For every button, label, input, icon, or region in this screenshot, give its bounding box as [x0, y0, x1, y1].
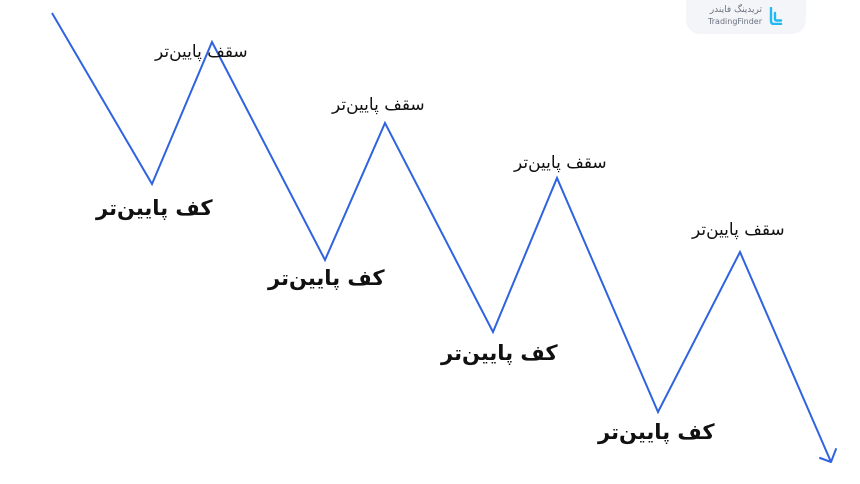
downtrend-zigzag-line — [51, 12, 832, 463]
lower-low-label-3: کف پایین‌تر — [441, 341, 558, 365]
lower-high-label-1: سقف پایین‌تر — [155, 42, 248, 62]
lower-high-label-4: سقف پایین‌تر — [692, 220, 785, 240]
lower-low-label-1: کف پایین‌تر — [96, 196, 213, 220]
tradingfinder-watermark: تریدینگ فایندر TradingFinder — [686, 0, 806, 34]
tradingfinder-logo-icon — [769, 7, 783, 25]
lower-high-label-2: سقف پایین‌تر — [332, 95, 425, 115]
lower-high-label-3: سقف پایین‌تر — [514, 153, 607, 173]
arrow-head-icon — [819, 448, 837, 463]
lower-low-label-4: کف پایین‌تر — [598, 420, 715, 444]
watermark-name-fa: تریدینگ فایندر — [709, 5, 762, 15]
lower-low-label-2: کف پایین‌تر — [268, 266, 385, 290]
watermark-name-en: TradingFinder — [708, 17, 762, 26]
